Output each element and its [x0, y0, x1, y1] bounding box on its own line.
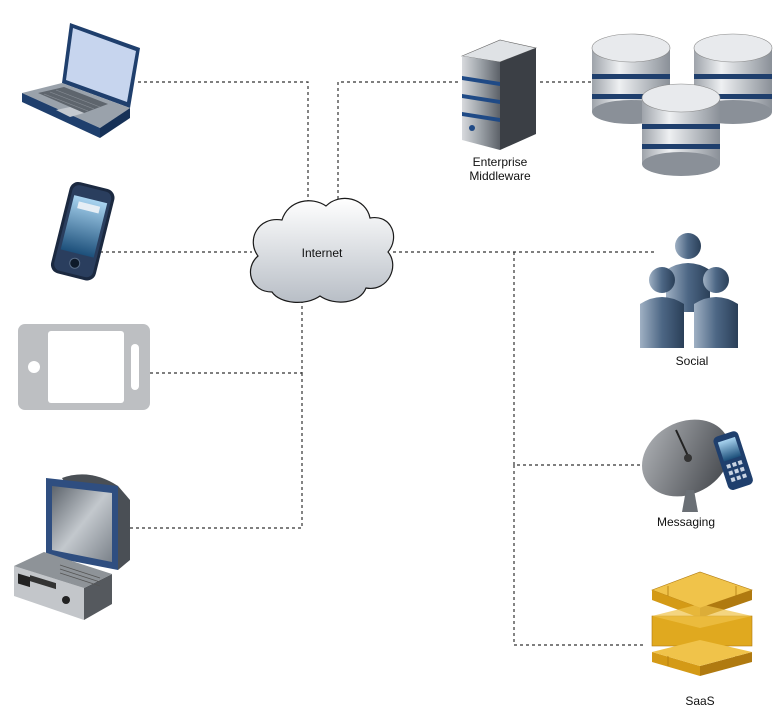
server-icon: [460, 39, 538, 150]
connector-middleware-internet: [337, 81, 458, 205]
social-label: Social: [675, 354, 709, 368]
cloud-service-blocks-icon: [651, 571, 753, 676]
people-group-icon: [640, 233, 738, 348]
tablet-icon: [18, 324, 150, 410]
laptop-icon: [22, 23, 140, 138]
middleware-label: Enterprise Middleware: [452, 155, 548, 183]
tv-set-top-box-icon: [14, 474, 130, 620]
internet-cloud-icon: [249, 197, 395, 303]
connector-internet-saas: [513, 465, 645, 646]
connector-tablet-internet: [150, 298, 303, 374]
middleware-label-line2: Middleware: [469, 169, 531, 183]
connector-internet-messaging: [513, 252, 640, 466]
smartphone-icon: [50, 181, 115, 281]
satellite-dish-phone-icon: [642, 419, 753, 512]
saas-label: SaaS: [685, 694, 715, 708]
connectors: [100, 81, 655, 646]
connector-laptop-internet: [138, 81, 309, 205]
database-icon: [591, 33, 773, 176]
messaging-label: Messaging: [656, 515, 716, 529]
internet-label: Internet: [301, 246, 343, 260]
middleware-label-line1: Enterprise: [472, 155, 528, 169]
connector-tv-internet: [130, 373, 303, 529]
